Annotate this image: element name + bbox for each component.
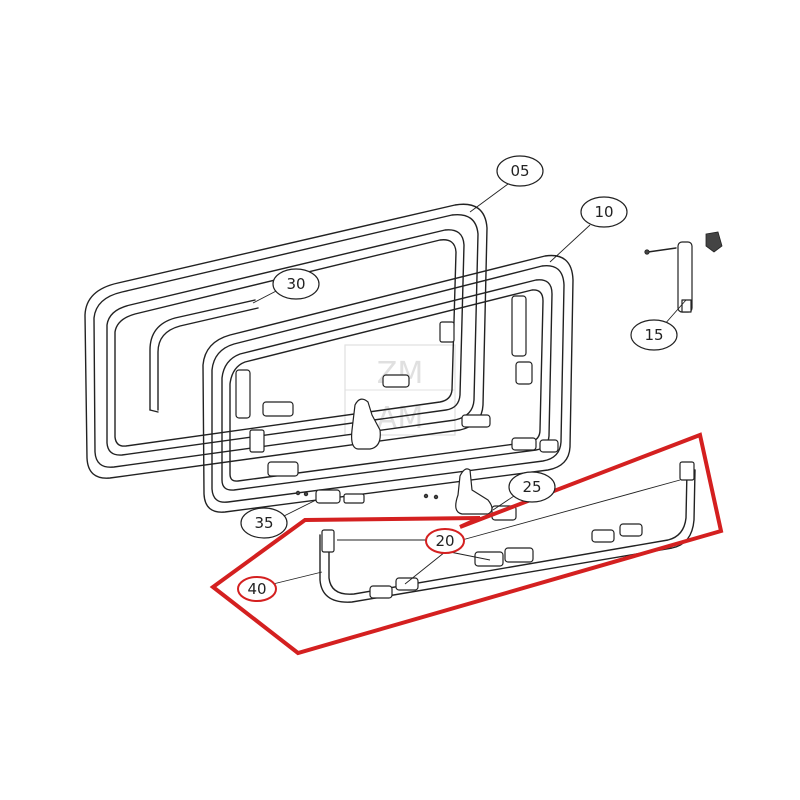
callout-15-label: 15	[644, 326, 663, 344]
callout-05: 05	[469, 155, 544, 213]
callout-10: 10	[580, 196, 628, 228]
callout-15: 15	[630, 319, 678, 351]
seal-strip-part-30	[149, 287, 283, 413]
callout-35-label: 35	[254, 514, 273, 532]
callout-20: 20	[425, 528, 465, 554]
callout-40: 40	[237, 576, 277, 602]
callout-30-label: 30	[286, 275, 305, 293]
outer-frame-part-05	[84, 203, 488, 479]
latch-part-35	[283, 489, 365, 517]
callout-25-label: 25	[522, 478, 541, 496]
callout-20-label: 20	[435, 532, 454, 550]
callout-05-label: 05	[510, 162, 529, 180]
sash-frame-part-10	[202, 224, 591, 513]
lower-rail-part-40	[272, 461, 696, 603]
highlight-outline	[209, 432, 724, 656]
callout-30: 30	[272, 268, 320, 300]
callout-35: 35	[240, 507, 288, 539]
handle-assembly-part-25	[423, 437, 559, 521]
callout-40-label: 40	[247, 580, 266, 598]
callout-25: 25	[508, 471, 556, 503]
stay-arm-part-15	[644, 231, 723, 326]
callout-10-label: 10	[594, 203, 613, 221]
